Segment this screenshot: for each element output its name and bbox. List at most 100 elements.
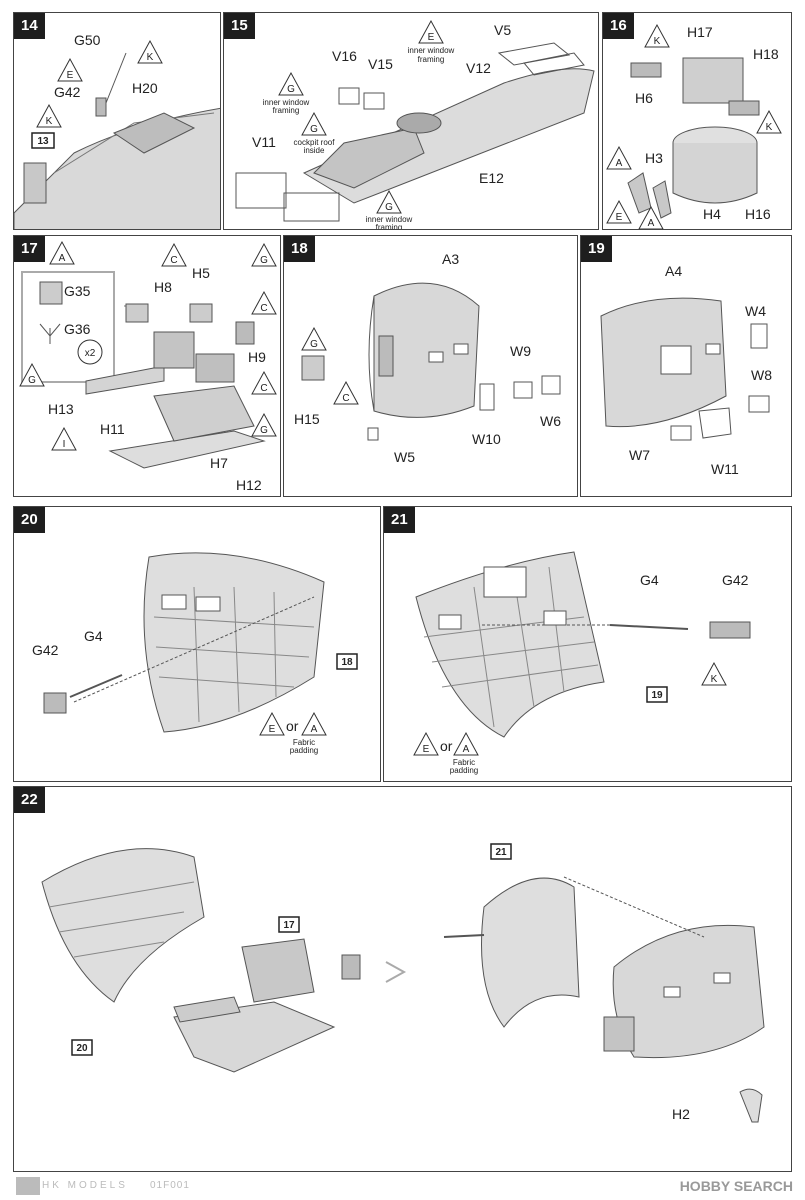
tri-a: A: [463, 744, 470, 755]
step-reference: 21: [495, 847, 507, 858]
step-reference: 19: [651, 690, 663, 701]
tri-a: A: [648, 218, 655, 229]
tri-k: K: [147, 52, 154, 63]
note: Fabric: [453, 758, 475, 767]
step-number: 20: [14, 507, 45, 533]
part-label: W10: [472, 431, 501, 447]
step-17-drawing: x2 A G C G C C G I G35: [19, 240, 277, 493]
part-label: H11: [100, 421, 125, 437]
part-label: V11: [252, 134, 276, 150]
part-label: W9: [510, 343, 531, 359]
connector-text: or: [440, 738, 453, 754]
note: framing: [376, 223, 403, 230]
part-label: W6: [540, 413, 561, 429]
tri-c: C: [342, 393, 349, 404]
step-21-drawing: 19 K E A or Fabric padding G4 G42: [413, 551, 751, 775]
note: cockpit roof: [294, 138, 336, 147]
part-label: G4: [640, 572, 659, 588]
brand-name: HK MODELS: [42, 1180, 128, 1191]
step-reference: 13: [37, 136, 49, 147]
note: framing: [273, 106, 300, 115]
note: framing: [418, 55, 445, 64]
step-20-panel: 20 18 E A or Fabric padding: [13, 506, 381, 782]
part-label: H18: [753, 46, 779, 62]
part-label: G50: [74, 32, 101, 48]
step-reference: 20: [76, 1043, 88, 1054]
tri-k: K: [46, 116, 53, 127]
part-label: H15: [294, 411, 320, 427]
part-label: G42: [32, 642, 59, 658]
tri-e: E: [269, 724, 276, 735]
part-label: V15: [368, 56, 393, 72]
step-15-drawing: E G G G inner window framing inner windo…: [235, 19, 595, 230]
step-number: 15: [224, 13, 255, 39]
part-label: G42: [722, 572, 749, 588]
step-15-panel: 15 E G G G inner window framing inner wi…: [223, 12, 599, 230]
connector-text: or: [286, 718, 299, 734]
step-17-panel: 17 x2 A G C G: [13, 235, 281, 497]
step-21-panel: 21 19 K E A or: [383, 506, 792, 782]
part-label: H13: [48, 401, 74, 417]
part-label: H12: [236, 477, 262, 493]
step-number: 22: [14, 787, 45, 813]
note: inner window: [408, 46, 455, 55]
part-label: H6: [635, 90, 653, 106]
tri-k: K: [711, 674, 718, 685]
step-16-drawing: K K A E A H17 H18 H6 H3 H4 H16: [606, 23, 782, 229]
step-number: 19: [581, 236, 612, 262]
part-label: W11: [711, 461, 739, 477]
brand-logo-icon: [16, 1177, 40, 1195]
part-label: A4: [665, 263, 682, 279]
part-label: H9: [248, 349, 266, 365]
step-number: 16: [603, 13, 634, 39]
tri-a: A: [59, 253, 66, 264]
step-20-drawing: 18 E A or Fabric padding G42 G4: [32, 552, 358, 755]
tri-c: C: [260, 303, 267, 314]
part-label: H20: [132, 80, 158, 96]
footer: HK MODELS 01F001 HOBBY SEARCH: [0, 1175, 805, 1200]
step-16-panel: 16 K K A E A H17 H18 H6 H3 H4 H16: [602, 12, 792, 230]
part-label: H8: [154, 279, 172, 295]
tri-g: G: [385, 202, 393, 213]
step-number: 14: [14, 13, 45, 39]
part-label: A3: [442, 251, 459, 267]
tri-e: E: [67, 70, 74, 81]
step-number: 18: [284, 236, 315, 262]
part-label: E12: [479, 170, 504, 186]
part-label: W8: [751, 367, 772, 383]
part-label: W4: [745, 303, 766, 319]
note: padding: [290, 746, 318, 755]
step-22-drawing: 17 20 21 H2: [41, 843, 765, 1123]
tri-e: E: [428, 32, 435, 43]
note: Fabric: [293, 738, 315, 747]
tri-g: G: [287, 84, 295, 95]
part-label: H16: [745, 206, 771, 222]
step-reference: 17: [283, 920, 295, 931]
note: padding: [450, 766, 478, 775]
tri-a: A: [311, 724, 318, 735]
part-label: H5: [192, 265, 210, 281]
tri-a: A: [616, 158, 623, 169]
step-reference: 18: [341, 657, 353, 668]
part-label: V5: [494, 22, 511, 38]
part-label: H4: [703, 206, 721, 222]
step-14-drawing: K E K G50 H20 G42 13: [14, 32, 220, 229]
tri-e: E: [423, 744, 430, 755]
part-label: W7: [629, 447, 650, 463]
step-number: 17: [14, 236, 45, 262]
product-code: 01F001: [150, 1180, 190, 1191]
step-22-panel: 22 17 20 21: [13, 786, 792, 1172]
part-label: V12: [466, 60, 491, 76]
source-watermark: HOBBY SEARCH: [679, 1178, 793, 1194]
tri-c: C: [170, 255, 177, 266]
tri-g: G: [310, 124, 318, 135]
part-label: V16: [332, 48, 357, 64]
note: inner window: [366, 215, 413, 224]
tri-k: K: [766, 122, 773, 133]
part-label: G42: [54, 84, 81, 100]
note: inside: [304, 146, 325, 155]
tri-e: E: [616, 212, 623, 223]
step-18-drawing: G C A3 W9 W6 W10 W5 H15: [294, 251, 561, 465]
quantity: x2: [85, 348, 96, 359]
